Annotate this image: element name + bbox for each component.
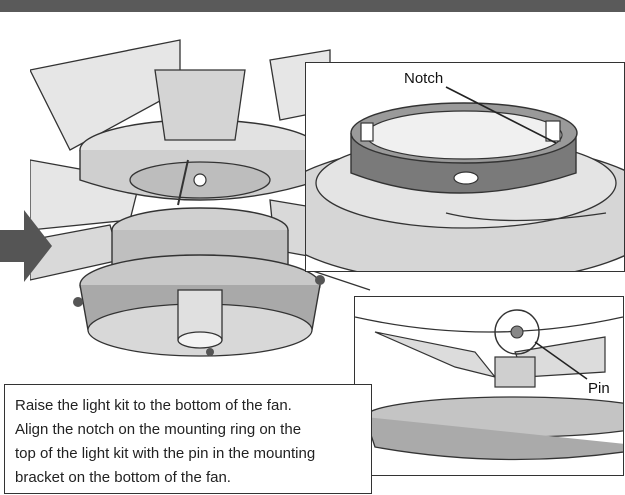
top-rule — [0, 0, 625, 12]
arrow-right-icon — [0, 210, 52, 282]
pin-label: Pin — [586, 380, 612, 397]
caption-line: top of the light kit with the pin in the… — [15, 445, 316, 462]
caption-line: Align the notch on the mounting ring on … — [15, 421, 302, 438]
notch-label: Notch — [402, 70, 446, 87]
caption-line: Raise the light kit to the bottom of the… — [15, 397, 292, 414]
notch-detail-panel — [305, 62, 625, 272]
caption-line: bracket on the bottom of the fan. — [15, 469, 231, 486]
pin-detail-panel — [354, 296, 624, 476]
instruction-caption: Raise the light kit to the bottom of the… — [4, 384, 372, 494]
